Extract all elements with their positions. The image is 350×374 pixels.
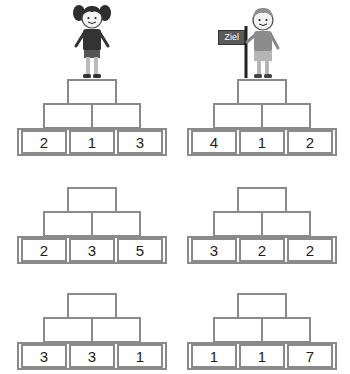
number: 4: [210, 135, 218, 150]
empty-box: [262, 318, 310, 342]
number: 7: [306, 349, 314, 364]
number: 3: [40, 349, 48, 364]
empty-box: [68, 294, 116, 318]
empty-box: [214, 318, 262, 342]
number: 2: [40, 243, 48, 258]
number-cell: 4: [191, 130, 237, 154]
empty-box: [238, 80, 286, 104]
number-cell: 1: [239, 344, 285, 368]
empty-box: [238, 188, 286, 212]
number-cell: 5: [117, 238, 163, 262]
empty-box: [214, 104, 262, 128]
number: 1: [258, 349, 266, 364]
number: 3: [210, 243, 218, 258]
number-cell: 2: [287, 130, 333, 154]
pyramids: [18, 80, 336, 369]
number: 3: [88, 349, 96, 364]
number: 1: [210, 349, 218, 364]
empty-box: [238, 294, 286, 318]
number: 3: [88, 243, 96, 258]
number: 3: [136, 135, 144, 150]
number: 1: [258, 135, 266, 150]
number-cell: 3: [191, 238, 237, 262]
empty-box: [262, 104, 310, 128]
empty-box: [68, 188, 116, 212]
number-cell: 3: [117, 130, 163, 154]
number-cell: 2: [21, 238, 67, 262]
number-cell: 3: [69, 344, 115, 368]
number: 5: [136, 243, 144, 258]
empty-box: [92, 104, 140, 128]
number-cell: 1: [69, 130, 115, 154]
number-cell: 2: [21, 130, 67, 154]
empty-box: [44, 212, 92, 236]
number-cell: 1: [239, 130, 285, 154]
empty-box: [44, 318, 92, 342]
base-frame: [188, 237, 336, 263]
empty-box: [214, 212, 262, 236]
base-frame: [188, 343, 336, 369]
number-cell: 3: [21, 344, 67, 368]
empty-box: [68, 80, 116, 104]
number: 1: [88, 135, 96, 150]
empty-box: [92, 212, 140, 236]
number-cell: 1: [191, 344, 237, 368]
number-cell: 2: [287, 238, 333, 262]
base-frame: [188, 129, 336, 155]
number: 2: [258, 243, 266, 258]
number-cell: 2: [239, 238, 285, 262]
base-frame: [18, 237, 166, 263]
sign-label: Ziel: [218, 30, 245, 45]
empty-box: [262, 212, 310, 236]
boy-figure: [246, 8, 278, 78]
number-cell: 3: [69, 238, 115, 262]
number: 2: [306, 243, 314, 258]
number: 1: [136, 349, 144, 364]
number: 2: [40, 135, 48, 150]
empty-box: [92, 318, 140, 342]
girl-figure: [73, 5, 111, 78]
number: 2: [306, 135, 314, 150]
number-cell: 7: [287, 344, 333, 368]
base-frame: [18, 343, 166, 369]
empty-box: [44, 104, 92, 128]
base-frame: [18, 129, 166, 155]
number-cell: 1: [117, 344, 163, 368]
